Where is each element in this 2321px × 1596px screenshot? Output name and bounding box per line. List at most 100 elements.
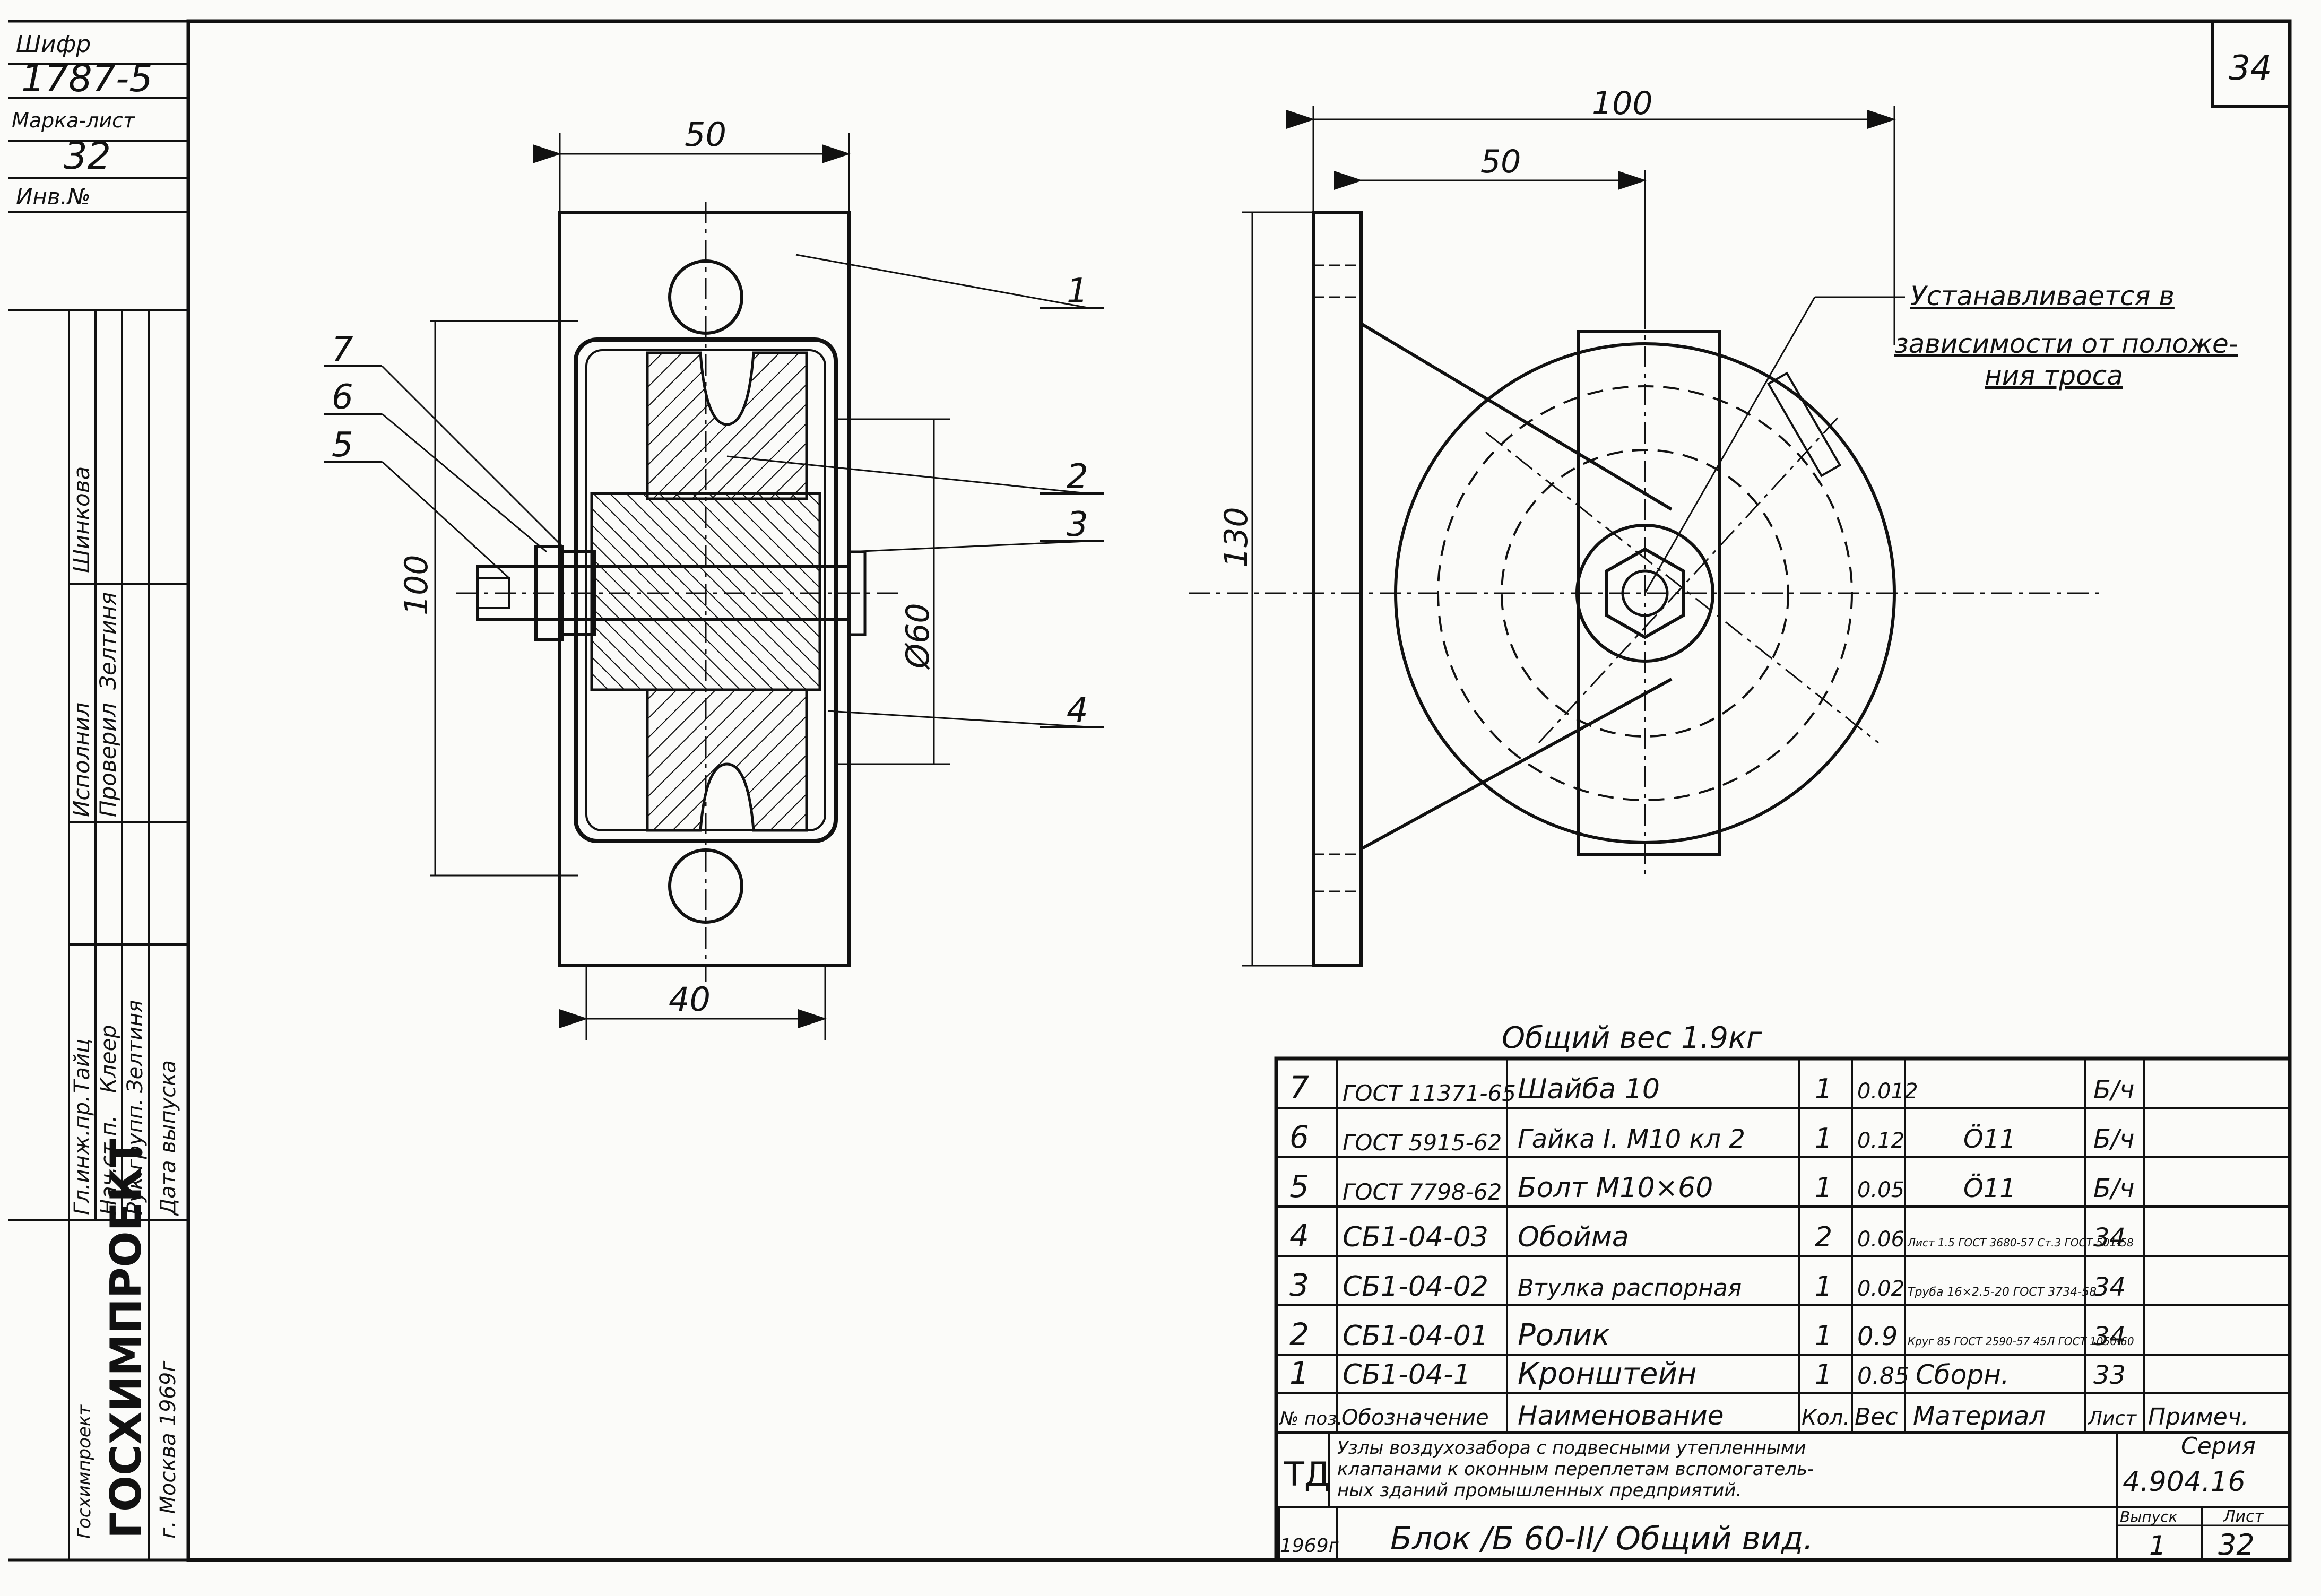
header-material: Материал <box>1913 1401 2046 1431</box>
stamp-sheet: 32 <box>64 134 111 178</box>
row-weight: 0.02 <box>1857 1277 1904 1301</box>
table-row: 2 СБ1-04-01 Ролик 1 0.9 Круг 85 ГОСТ 259… <box>1289 1316 2134 1352</box>
row-name: Гайка I. M10 кл 2 <box>1518 1124 1745 1154</box>
front-view: 50 40 100 Ø60 1 2 3 4 5 <box>324 115 1104 1040</box>
row-qty: 1 <box>1815 1123 1832 1155</box>
row-weight: 0.012 <box>1857 1079 1918 1104</box>
callout-4: 4 <box>1067 691 1088 730</box>
row-name: Шайба 10 <box>1518 1073 1660 1105</box>
callout-3: 3 <box>1067 505 1088 544</box>
row-material: Труба 16×2.5-20 ГОСТ 3734-58 <box>1908 1286 2097 1299</box>
row-material: Ö11 <box>1963 1124 2016 1154</box>
side-note-line1: Устанавливается в <box>1910 281 2175 311</box>
stamp-inv-label: Инв.№ <box>16 184 91 210</box>
stamp-name-5: Зелтиня <box>123 1000 148 1093</box>
row-no: 3 <box>1289 1267 1309 1303</box>
spec-table: Общий вес 1.9кг 7 ГОСТ 11371-65 Шайба 1 <box>1274 1021 2292 1562</box>
side-dim-50: 50 <box>1480 143 1521 180</box>
row-sheet: 34 <box>2093 1322 2126 1351</box>
table-row: 3 СБ1-04-02 Втулка распорная 1 0.02 Труб… <box>1289 1267 2126 1303</box>
row-weight: 0.05 <box>1857 1178 1904 1202</box>
row-weight: 0.12 <box>1857 1129 1904 1153</box>
corner-sheet-box: 34 <box>2211 20 2291 108</box>
stamp-role-3: Гл.инж.пр. <box>70 1095 94 1215</box>
row-name: Втулка распорная <box>1518 1274 1742 1302</box>
td-mark: ТД <box>1284 1455 1330 1494</box>
stamp-role-5: Рук.групп. <box>123 1098 148 1215</box>
row-sheet: 34 <box>2093 1272 2126 1302</box>
title-line-3: ных зданий промышленных предприятий. <box>1337 1480 1742 1501</box>
row-qty: 1 <box>1815 1271 1832 1303</box>
header-designation: Обозначение <box>1341 1406 1489 1430</box>
stamp-role-4: Нач.ст.п. <box>97 1115 121 1215</box>
callout-2: 2 <box>1067 457 1088 497</box>
table-row: 5 ГОСТ 7798-62 Болт M10×60 1 0.05 Ö11 Б/… <box>1289 1168 2134 1205</box>
row-qty: 2 <box>1815 1221 1832 1253</box>
header-note: Примеч. <box>2148 1403 2249 1430</box>
corner-sheet: 34 <box>2229 49 2272 88</box>
side-view: Устанавливается в зависимости от положе-… <box>1189 85 2238 967</box>
row-no: 6 <box>1289 1119 1309 1155</box>
row-material: Ö11 <box>1963 1174 2016 1203</box>
stamp-code: 1787-5 <box>21 57 153 100</box>
side-note-line2: зависимости от положе- <box>1894 328 2238 359</box>
title-line-1: Узлы воздухозабора с подвесными утепленн… <box>1337 1437 1806 1459</box>
sheet-label: Лист <box>2223 1507 2265 1526</box>
row-no: 7 <box>1289 1070 1309 1106</box>
dim-bottom-40: 40 <box>669 980 711 1019</box>
row-material: Сборн. <box>1916 1359 2010 1390</box>
row-material: Круг 85 ГОСТ 2590-57 45Л ГОСТ 1050-60 <box>1908 1335 2134 1348</box>
row-no: 1 <box>1289 1355 1309 1391</box>
stamp-city: г. Москва 1969г <box>156 1360 180 1539</box>
side-dim-100: 100 <box>1592 85 1653 122</box>
row-designation: СБ1-04-03 <box>1343 1221 1488 1253</box>
row-sheet: Б/ч <box>2093 1174 2134 1203</box>
row-weight: 0.85 <box>1857 1363 1909 1390</box>
header-name: Наименование <box>1518 1400 1724 1431</box>
stamp-name-2: Зелтиня <box>95 592 121 690</box>
row-designation: ГОСТ 7798-62 <box>1343 1179 1502 1205</box>
row-designation: ГОСТ 5915-62 <box>1343 1130 1502 1156</box>
series-label: Серия <box>2181 1433 2256 1460</box>
row-designation: СБ1-04-01 <box>1343 1320 1488 1352</box>
row-name: Болт M10×60 <box>1518 1172 1713 1204</box>
row-weight: 0.06 <box>1857 1227 1904 1252</box>
callout-7: 7 <box>332 330 353 369</box>
dim-dia-60: Ø60 <box>899 603 937 670</box>
row-qty: 1 <box>1815 1359 1832 1391</box>
row-designation: ГОСТ 11371-65 <box>1343 1080 1516 1106</box>
year: 1969г <box>1280 1535 1339 1557</box>
stamp-org: ГОСХИМПРОЕКТ <box>101 1138 151 1539</box>
row-sheet: 34 <box>2093 1223 2126 1253</box>
sheet-frame <box>8 19 2292 1562</box>
stamp-code-label: Шифр <box>16 31 91 58</box>
dim-top-50: 50 <box>685 115 726 154</box>
row-qty: 1 <box>1815 1172 1832 1204</box>
left-stamp: Шифр 1787-5 Марка-лист 32 Инв.№ Исполнил… <box>8 20 188 1560</box>
table-row: 7 ГОСТ 11371-65 Шайба 10 1 0.012 Б/ч <box>1289 1070 2134 1106</box>
table-row: 4 СБ1-04-03 Обойма 2 0.06 Лист 1.5 ГОСТ … <box>1289 1218 2134 1254</box>
row-name: Ролик <box>1518 1318 1610 1352</box>
stamp-role-1: Исполнил <box>68 702 94 817</box>
title-line-2: клапанами к оконным переплетам вспомогат… <box>1337 1459 1814 1480</box>
series-value: 4.904.16 <box>2123 1466 2246 1498</box>
issue-label: Выпуск <box>2120 1508 2178 1525</box>
row-sheet: 33 <box>2093 1360 2126 1390</box>
callout-6: 6 <box>332 378 353 417</box>
side-dim-130: 130 <box>1218 507 1255 568</box>
row-sheet: Б/ч <box>2093 1124 2134 1154</box>
row-designation: СБ1-04-02 <box>1343 1271 1488 1303</box>
stamp-sheet-label: Марка-лист <box>12 109 136 132</box>
header-no: № поз. <box>1279 1408 1343 1429</box>
row-weight: 0.9 <box>1857 1322 1898 1351</box>
table-row: 6 ГОСТ 5915-62 Гайка I. M10 кл 2 1 0.12 … <box>1289 1119 2134 1156</box>
row-qty: 1 <box>1815 1320 1832 1352</box>
stamp-name-4: Клеер <box>97 1025 121 1093</box>
row-sheet: Б/ч <box>2093 1075 2134 1105</box>
header-sheet: Лист <box>2087 1408 2137 1429</box>
sheet-value: 32 <box>2218 1528 2255 1562</box>
stamp-role-2: Проверил <box>95 703 121 817</box>
row-no: 4 <box>1289 1218 1309 1254</box>
table-row: 1 СБ1-04-1 Кронштейн 1 0.85 Сборн. 33 <box>1289 1355 2126 1391</box>
